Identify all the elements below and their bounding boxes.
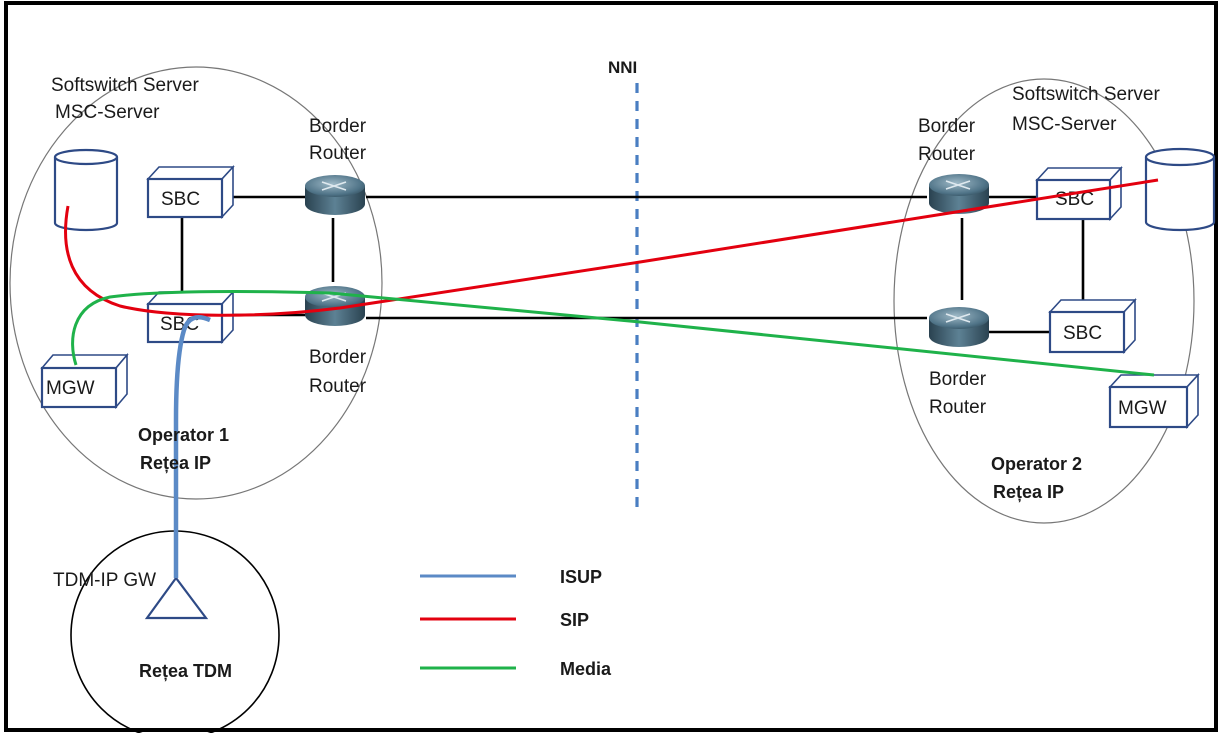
svg-text:SBC: SBC [1063, 323, 1102, 344]
operator2-bottom-router-label-1: Border [929, 369, 987, 390]
operator1-domain [9, 66, 383, 500]
legend-isup-label: ISUP [560, 567, 602, 587]
nni-label: NNI [608, 58, 637, 77]
legend-media-label: Media [560, 659, 612, 679]
physical-links [180, 195, 1085, 334]
operator2-name-2: Rețea IP [993, 482, 1064, 502]
operator1-server-label-2: MSC-Server [55, 102, 160, 123]
svg-text:MGW: MGW [46, 378, 95, 399]
operator2-border-router-top-icon [929, 174, 989, 214]
tdm-ip-gateway-icon [144, 576, 209, 620]
operator1-server-label-1: Softswitch Server [51, 75, 199, 96]
operator2-mgw: MGW [1108, 372, 1200, 430]
operator1-top-router-label-1: Border [309, 116, 367, 137]
isup-signal-path [173, 315, 211, 578]
operator2-server-label-2: MSC-Server [1012, 114, 1117, 135]
svg-text:MGW: MGW [1118, 398, 1167, 419]
operator1-top-router-label-2: Router [309, 143, 367, 164]
operator2-name-1: Operator 2 [991, 454, 1082, 474]
operator2-sbc-bottom: SBC [1048, 297, 1137, 355]
operator2-server-label-1: Softswitch Server [1012, 84, 1160, 105]
operator1-sbc-top: SBC [146, 164, 235, 220]
operator2-server-icon [1144, 147, 1216, 232]
operator2-bottom-router-label-2: Router [929, 397, 987, 418]
legend-sip-label: SIP [560, 610, 589, 630]
media-signal-path [71, 290, 1155, 377]
operator1-bottom-router-label-2: Router [309, 376, 367, 397]
operator1-border-router-top-icon [305, 175, 365, 215]
operator2-border-router-bottom-icon [929, 307, 989, 347]
tdm-gateway-label: TDM-IP GW [53, 570, 156, 591]
operator2-top-router-label-2: Router [918, 144, 976, 165]
operator1-sbc-bottom: SBC [146, 289, 235, 345]
operator2-top-router-label-1: Border [918, 116, 976, 137]
operator2-domain [893, 78, 1195, 524]
tdm-network-label: Rețea TDM [139, 661, 232, 681]
operator1-mgw: MGW [40, 352, 129, 410]
operator1-server-icon [53, 148, 119, 232]
diagram-frame [4, 1, 1218, 732]
operator1-name-2: Rețea IP [140, 453, 211, 473]
svg-text:SBC: SBC [161, 189, 200, 210]
operator1-bottom-router-label-1: Border [309, 347, 367, 368]
operator1-name-1: Operator 1 [138, 425, 229, 445]
legend: ISUP SIP Media [420, 567, 612, 679]
sip-signal-path [64, 178, 1159, 317]
